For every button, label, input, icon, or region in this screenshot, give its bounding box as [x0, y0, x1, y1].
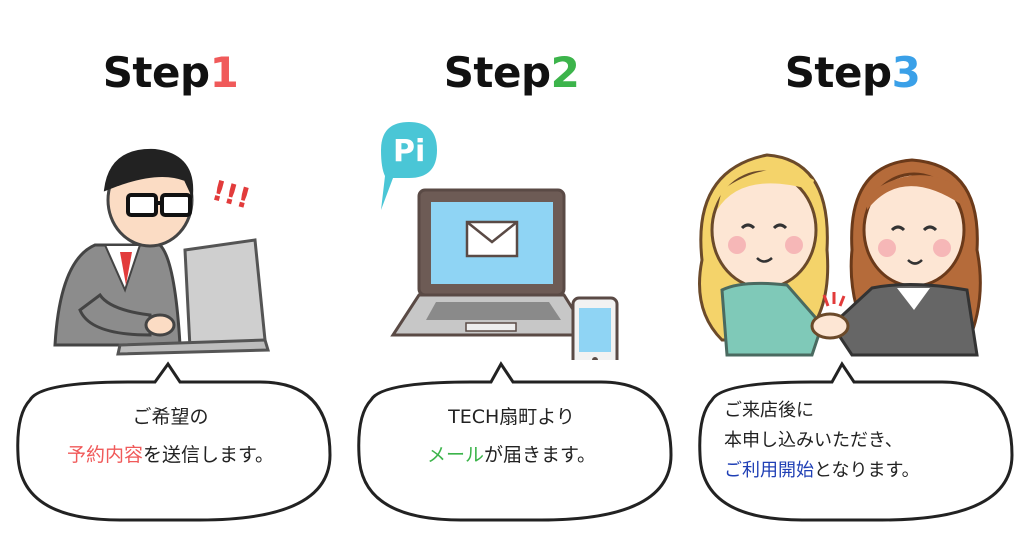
step-1-bubble-line1: ご希望の — [132, 406, 209, 428]
laptop-mail-illustration — [381, 122, 619, 360]
step-3-bubble-line3: ご利用開始となります。 — [724, 456, 920, 486]
step-2-highlight: メール — [426, 444, 484, 466]
speech-bubble-1 — [16, 361, 332, 522]
step-2-rest: が届きます。 — [483, 444, 597, 466]
step-2-number: 2 — [550, 48, 580, 97]
step-1: Step1 !!! ご希望の 予約内容を送信します。 — [0, 0, 341, 536]
step-1-highlight: 予約内容 — [66, 444, 143, 466]
step-3-bubble-line1: ご来店後に — [724, 400, 814, 421]
speech-bubble-2 — [357, 361, 673, 522]
step-1-bubble-line2: 予約内容を送信します。 — [0, 436, 341, 474]
speech-bubble-3 — [698, 361, 1014, 522]
step-3-highlight: ご利用開始 — [724, 460, 814, 481]
pi-badge-text: Pi — [393, 134, 426, 169]
step-3-title: Step3 — [682, 48, 1023, 97]
step-1-rest: を送信します。 — [142, 444, 275, 466]
step-3: Step3 ご来店後に 本申し込みいただき、 ご利用 — [682, 0, 1023, 536]
step-2-title: Step2 — [341, 48, 682, 97]
step-1-title: Step1 — [0, 48, 341, 97]
step-3-number: 3 — [891, 48, 921, 97]
step-2-bubble-line1: TECH扇町より — [448, 406, 575, 428]
step-1-label: Step — [102, 48, 210, 97]
step-2-label: Step — [443, 48, 551, 97]
step-3-rest: となります。 — [814, 460, 920, 481]
businessman-laptop-illustration — [53, 148, 271, 356]
step-1-number: 1 — [209, 48, 239, 97]
step-3-bubble-line2: 本申し込みいただき、 — [724, 430, 903, 451]
step-3-label: Step — [784, 48, 892, 97]
handshake-illustration — [698, 153, 982, 357]
step-2-bubble-line2: メールが届きます。 — [341, 436, 682, 474]
step-2: Step2 Pi TECH扇町より メールが届きます。 — [341, 0, 682, 536]
